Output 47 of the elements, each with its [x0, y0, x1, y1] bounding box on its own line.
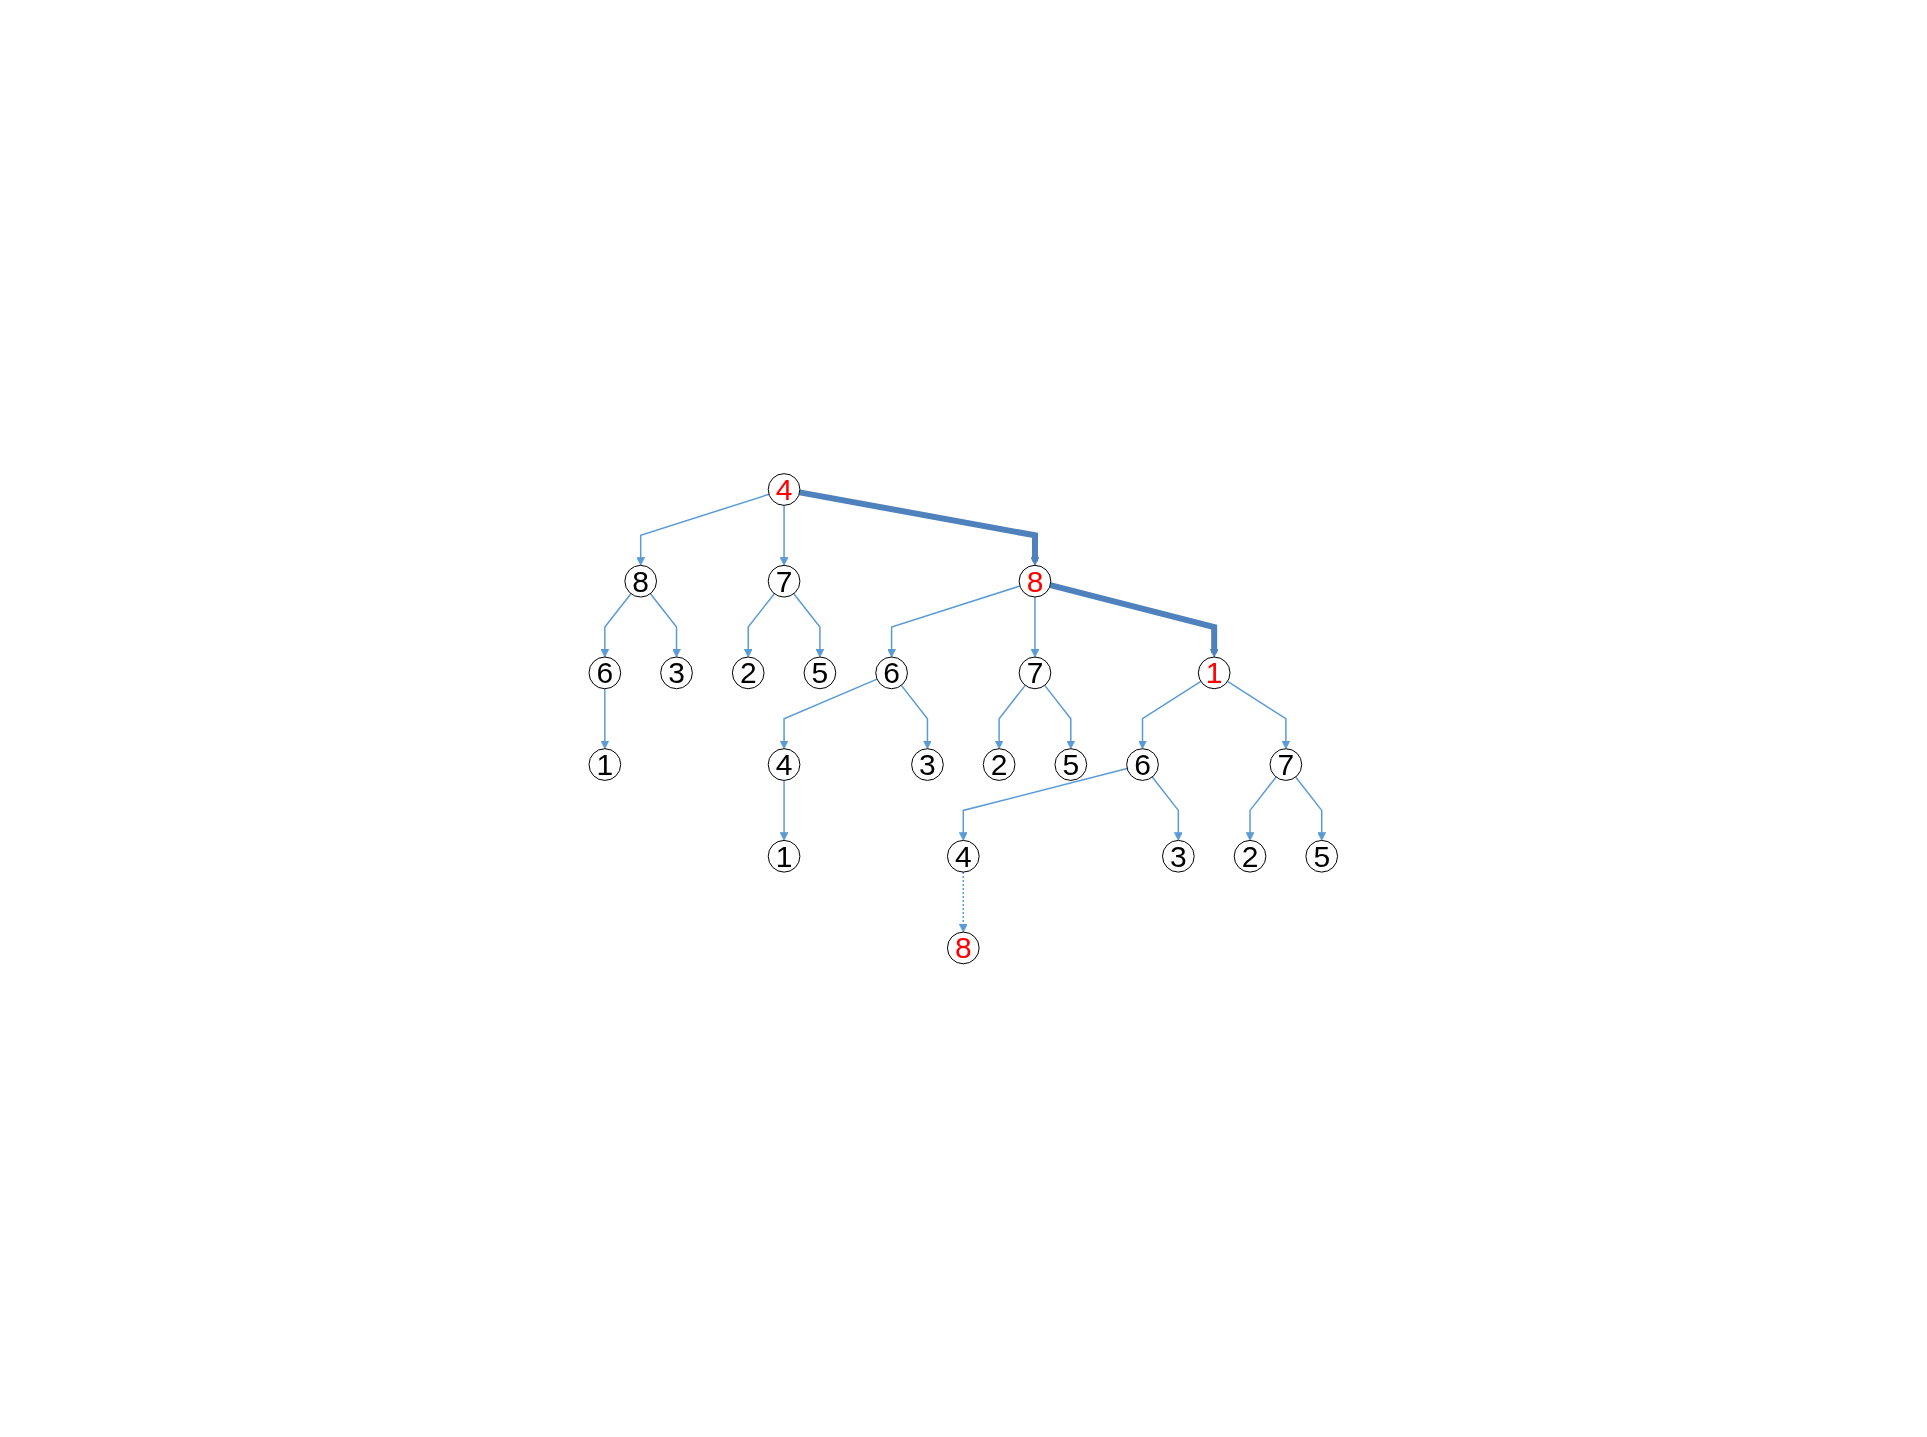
arrow — [1044, 684, 1076, 749]
arrow — [799, 489, 1040, 566]
arrow — [959, 871, 968, 933]
node-circle: 7 — [1269, 748, 1303, 781]
node-circle: 6 — [588, 656, 622, 689]
node-circle: 3 — [1162, 839, 1195, 873]
arrow — [649, 592, 682, 658]
node-circle: 7 — [1018, 656, 1052, 689]
arrow — [900, 684, 933, 749]
node-circle: 7 — [767, 564, 801, 598]
node-circle: 1 — [588, 748, 622, 781]
arrow — [1138, 680, 1202, 749]
arrow — [1030, 596, 1040, 658]
arrow — [779, 779, 789, 841]
arrow — [779, 504, 789, 566]
arrow — [779, 678, 878, 749]
arrow — [600, 592, 632, 658]
node-circle: 2 — [983, 748, 1016, 781]
arrow — [1245, 776, 1278, 841]
node-circle: 1 — [1198, 656, 1231, 689]
node-circle: 5 — [803, 656, 837, 689]
node-circle: 3 — [660, 656, 694, 689]
arrow — [744, 592, 776, 658]
node-circle: 8 — [947, 931, 980, 965]
arrow — [600, 687, 610, 749]
node-circle: 4 — [767, 748, 801, 781]
arrow — [1295, 776, 1327, 841]
node-circle: 2 — [1233, 839, 1267, 873]
node-circle: 4 — [767, 472, 801, 506]
node-circle: 6 — [1126, 748, 1160, 781]
arrow — [1049, 582, 1219, 658]
node-circle: 3 — [911, 748, 944, 781]
arrow — [959, 767, 1129, 841]
arrow — [1151, 776, 1183, 841]
node-circle: 1 — [767, 839, 801, 873]
node-circle: 2 — [732, 656, 765, 689]
node-circle: 5 — [1054, 748, 1088, 781]
arrow — [1227, 680, 1291, 749]
node-circle: 6 — [875, 656, 909, 689]
node-circle: 5 — [1305, 839, 1339, 873]
arrow — [887, 585, 1021, 658]
arrow — [636, 493, 770, 566]
node-circle: 8 — [1018, 564, 1052, 598]
arrow — [994, 684, 1027, 749]
arrow — [793, 592, 825, 658]
node-circle: 8 — [624, 564, 658, 598]
node-circle: 4 — [947, 839, 980, 873]
